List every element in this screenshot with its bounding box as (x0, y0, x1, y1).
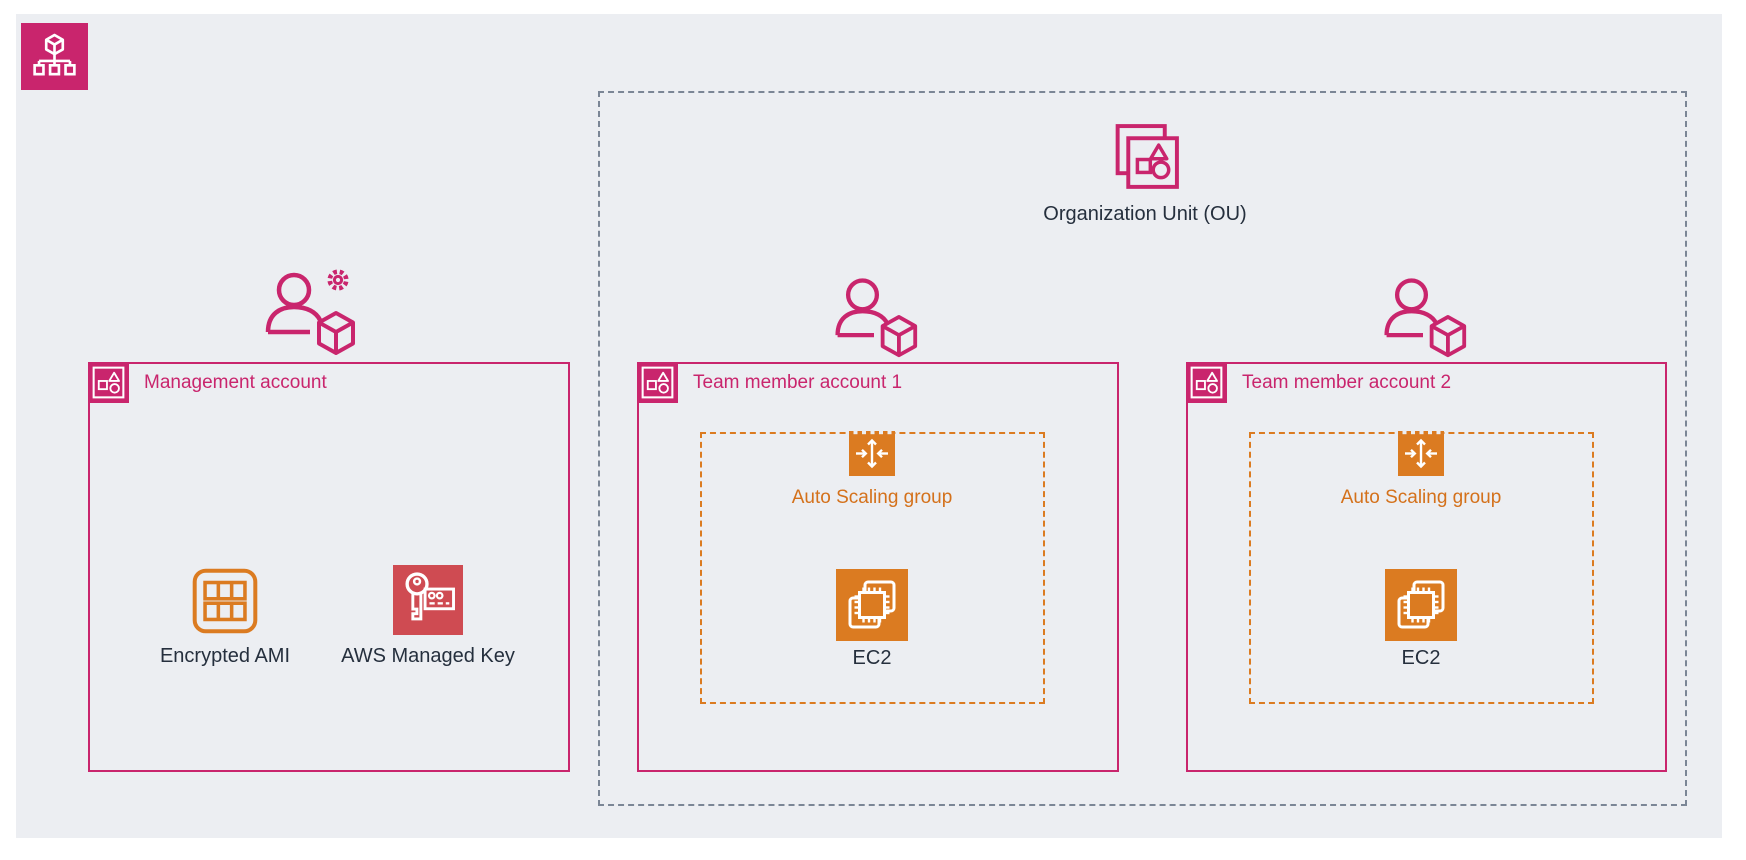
organization-unit-label: Organization Unit (OU) (1043, 203, 1247, 225)
user-cube-icon (824, 269, 924, 361)
aws-managed-key-label: AWS Managed Key (341, 645, 515, 667)
auto-scaling-group-label: Auto Scaling group (791, 487, 953, 508)
aws-account-icon (88, 362, 129, 403)
organization-unit-container (598, 91, 1687, 806)
auto-scaling-group-icon (849, 431, 895, 476)
diagram-canvas (16, 14, 1722, 838)
team-member-account-2-title: Team member account 2 (1242, 371, 1452, 393)
management-account-header: Management account (88, 362, 327, 403)
aws-account-icon (637, 362, 678, 403)
ec2-icon (836, 569, 908, 641)
ec2-icon (1385, 569, 1457, 641)
team-member-account-1-box: Team member account 1 (637, 362, 1119, 772)
encrypted-ami-icon (191, 567, 259, 635)
aws-managed-key-icon (393, 565, 463, 635)
team-member-account-1-header: Team member account 1 (637, 362, 902, 403)
encrypted-ami-label: Encrypted AMI (159, 645, 291, 667)
user-gear-cube-icon (258, 263, 362, 359)
organization-unit-icon (1107, 120, 1183, 196)
ec2-label: EC2 (852, 647, 892, 669)
team-member-account-1-title: Team member account 1 (693, 371, 903, 393)
management-account-title: Management account (144, 371, 327, 393)
ec2-label: EC2 (1401, 647, 1441, 669)
auto-scaling-group-label: Auto Scaling group (1340, 487, 1502, 508)
team-member-account-2-header: Team member account 2 (1186, 362, 1451, 403)
aws-account-icon (1186, 362, 1227, 403)
management-account-box: Management account (88, 362, 570, 772)
auto-scaling-group-icon (1398, 431, 1444, 476)
team-member-account-2-box: Team member account 2 (1186, 362, 1667, 772)
aws-organizations-icon (21, 23, 88, 90)
user-cube-icon (1373, 269, 1473, 361)
